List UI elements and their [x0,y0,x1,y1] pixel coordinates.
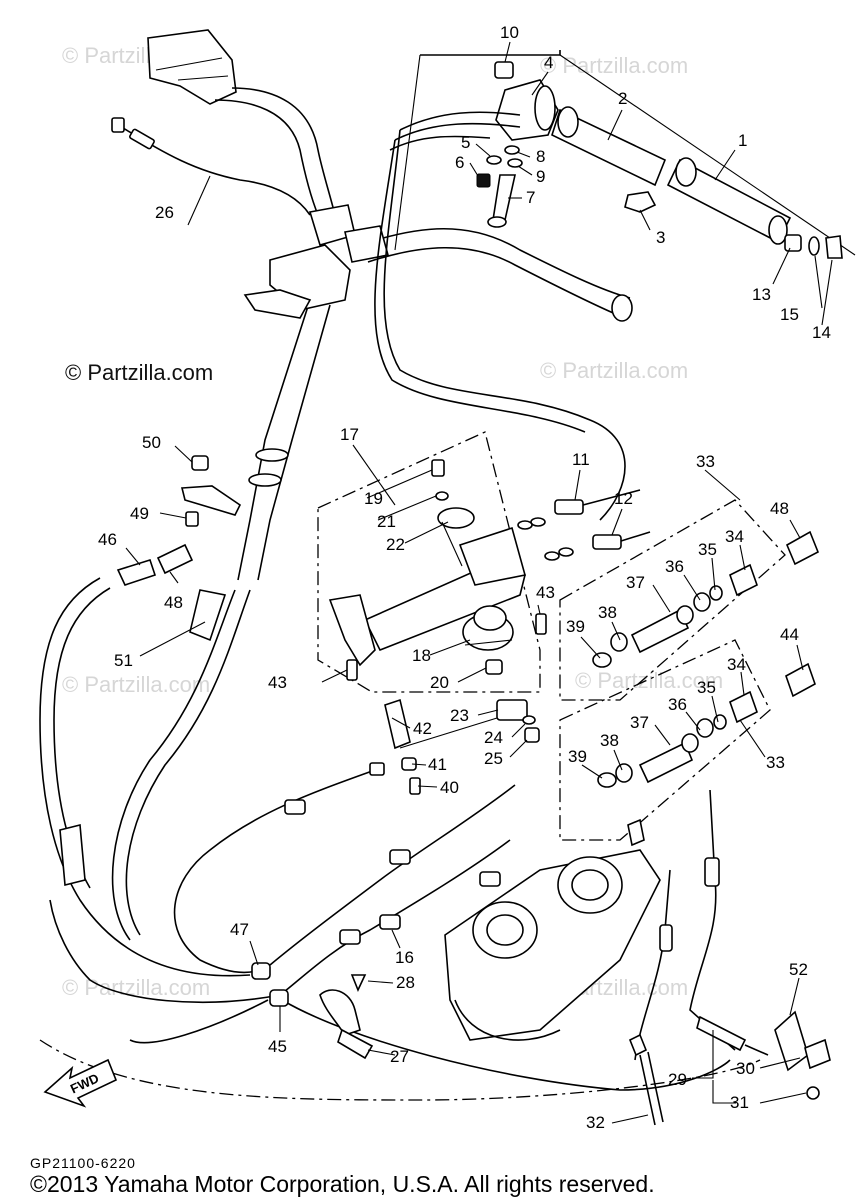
callout-25: 25 [484,749,503,768]
callout-24: 24 [484,728,503,747]
callout-29: 29 [668,1070,687,1089]
callout-35b: 35 [697,678,716,697]
callout-36b: 36 [668,695,687,714]
bracket-17 [317,431,547,693]
callout-40: 40 [440,778,459,797]
link-parts [384,698,540,795]
callout-48b: 48 [770,499,789,518]
callout-26: 26 [155,203,174,222]
callout-41: 41 [428,755,447,774]
watermark-2: © Partzilla.com [540,53,688,78]
callout-21: 21 [377,512,396,531]
callout-20: 20 [430,673,449,692]
watermark-main: © Partzilla.com [65,360,213,385]
cable-26 [111,117,311,216]
callout-23: 23 [450,706,469,725]
callout-50: 50 [142,433,161,452]
callout-7: 7 [526,188,535,207]
callout-17: 17 [340,425,359,444]
callout-37a: 37 [626,573,645,592]
callout-32: 32 [586,1113,605,1132]
copyright-notice: ©2013 Yamaha Motor Corporation, U.S.A. A… [30,1171,655,1197]
callout-39a: 39 [566,617,585,636]
callout-19: 19 [364,489,383,508]
callout-12: 12 [614,489,633,508]
callout-10: 10 [500,23,519,42]
callout-49: 49 [130,504,149,523]
callout-8: 8 [536,147,545,166]
callout-31: 31 [730,1093,749,1112]
callout-38b: 38 [600,731,619,750]
callout-28: 28 [396,973,415,992]
callout-35a: 35 [698,540,717,559]
fwd-arrow: FWD [43,1058,118,1108]
callout-36a: 36 [665,557,684,576]
watermark-3: © Partzilla.com [540,358,688,383]
callout-43b: 43 [536,583,555,602]
connector-group-upper [559,499,820,701]
callout-43a: 43 [268,673,287,692]
callout-34a: 34 [725,527,744,546]
callout-5: 5 [461,133,470,152]
clamp-27 [319,974,374,1060]
callout-labels: 1 2 3 4 5 6 7 8 9 10 11 12 13 14 15 16 1… [98,23,831,1132]
connector-group-lower [559,639,816,841]
sensor-parts [628,1010,831,1126]
callout-3: 3 [656,228,665,247]
callout-48a: 48 [164,593,183,612]
watermark-4: © Partzilla.com [62,672,210,697]
callout-39b: 39 [568,747,587,766]
callout-27: 27 [390,1047,409,1066]
callout-1: 1 [738,131,747,150]
callout-22: 22 [386,535,405,554]
callout-38a: 38 [598,603,617,622]
throttle-body [444,789,736,1061]
watermark-5: © Partzilla.com [575,668,723,693]
leader-lines [125,41,833,1124]
callout-46: 46 [98,530,117,549]
callout-2: 2 [618,89,627,108]
callout-51: 51 [114,651,133,670]
callout-4: 4 [544,53,553,72]
throttle-group [374,50,856,521]
callout-9: 9 [536,167,545,186]
callout-30: 30 [736,1059,755,1078]
callout-33b: 33 [766,753,785,772]
handlebar [147,29,633,581]
callout-6: 6 [455,153,464,172]
callout-16: 16 [395,948,414,967]
callout-34b: 34 [727,655,746,674]
diagram-code: GP21100-6220 [30,1155,136,1171]
callout-33a: 33 [696,452,715,471]
callout-11: 11 [572,450,590,469]
callout-52: 52 [789,960,808,979]
callout-47: 47 [230,920,249,939]
cable-ends-11-12 [517,489,651,561]
callout-13: 13 [752,285,771,304]
callout-42: 42 [413,719,432,738]
callout-44: 44 [780,625,799,644]
callout-15: 15 [780,305,799,324]
callout-37b: 37 [630,713,649,732]
callout-18: 18 [412,646,431,665]
callout-14: 14 [812,323,831,342]
callout-45: 45 [268,1037,287,1056]
left-parts [39,455,251,977]
